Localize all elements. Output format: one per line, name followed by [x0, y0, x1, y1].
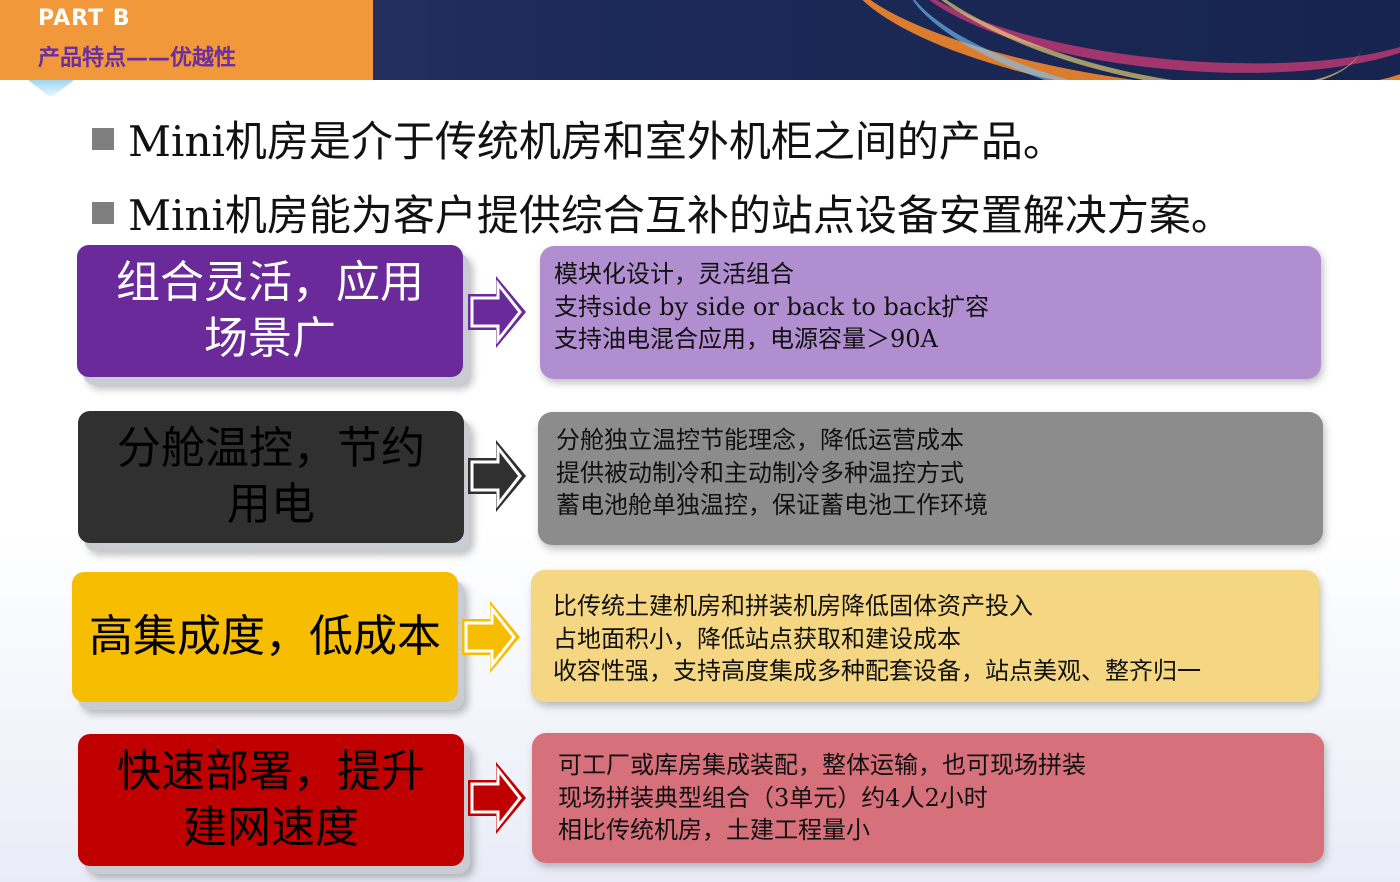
bullet-item: Mini机房能为客户提供综合互补的站点设备安置解决方案。 [92, 182, 1233, 243]
right-arrow-icon [468, 440, 526, 512]
section-title: 产品特点——优越性 [38, 46, 237, 71]
feature-title-line: 用电 [227, 479, 315, 530]
feature-title-line: 分舱温控，节约 [117, 423, 425, 474]
feature-title-box: 分舱温控，节约 用电 [78, 411, 464, 543]
feature-detail-line: 模块化设计，灵活组合 [554, 260, 794, 288]
feature-detail-panel: 可工厂或库房集成装配，整体运输，也可现场拼装 现场拼装典型组合（3单元）约4人2… [532, 733, 1324, 863]
right-arrow-icon [462, 601, 520, 673]
feature-detail-line: 支持油电混合应用，电源容量＞90A [554, 325, 938, 353]
feature-detail-line: 提供被动制冷和主动制冷多种温控方式 [556, 458, 964, 487]
feature-detail-line: 收容性强，支持高度集成多种配套设备，站点美观、整齐归一 [553, 657, 1201, 685]
feature-title-line: 组合灵活，应用 [116, 257, 424, 308]
part-label: PART B [38, 6, 131, 31]
feature-title-box: 快速部署，提升 建网速度 [78, 734, 464, 866]
bullet-text: Mini机房能为客户提供综合互补的站点设备安置解决方案。 [128, 191, 1233, 240]
feature-detail-panel: 比传统土建机房和拼装机房降低固体资产投入 占地面积小，降低站点获取和建设成本 收… [531, 570, 1319, 702]
feature-detail-line: 比传统土建机房和拼装机房降低固体资产投入 [553, 592, 1033, 620]
feature-detail-line: 分舱独立温控节能理念，降低运营成本 [556, 426, 964, 454]
square-bullet-icon [92, 127, 114, 150]
feature-detail-line: 支持side by side or back to back扩容 [554, 292, 990, 321]
bullet-text: Mini机房是介于传统机房和室外机柜之间的产品。 [128, 117, 1065, 166]
feature-detail-line: 占地面积小，降低站点获取和建设成本 [553, 624, 961, 653]
right-arrow-icon [468, 276, 526, 348]
feature-title-line: 快速部署，提升 [117, 746, 425, 797]
feature-detail-line: 可工厂或库房集成装配，整体运输，也可现场拼装 [558, 751, 1086, 779]
square-bullet-icon [92, 201, 114, 224]
feature-title-box: 高集成度，低成本 [72, 572, 458, 702]
bullet-item: Mini机房是介于传统机房和室外机柜之间的产品。 [92, 108, 1065, 169]
header-bar: PART B 产品特点——优越性 [0, 0, 1400, 80]
tab-pointer-icon [28, 80, 74, 96]
right-arrow-icon [468, 762, 526, 834]
feature-title-box: 组合灵活，应用 场景广 [77, 245, 463, 377]
feature-detail-panel: 模块化设计，灵活组合 支持side by side or back to bac… [540, 246, 1321, 379]
feature-title-line: 建网速度 [183, 802, 359, 853]
feature-detail-line: 蓄电池舱单独温控，保证蓄电池工作环境 [556, 491, 988, 519]
feature-detail-line: 现场拼装典型组合（3单元）约4人2小时 [558, 783, 988, 812]
feature-title-line: 场景广 [204, 313, 336, 364]
feature-detail-line: 相比传统机房，土建工程量小 [558, 816, 870, 844]
feature-detail-panel: 分舱独立温控节能理念，降低运营成本 提供被动制冷和主动制冷多种温控方式 蓄电池舱… [538, 412, 1323, 545]
feature-title-line: 高集成度，低成本 [89, 611, 441, 662]
section-tab: PART B 产品特点——优越性 [0, 0, 373, 80]
